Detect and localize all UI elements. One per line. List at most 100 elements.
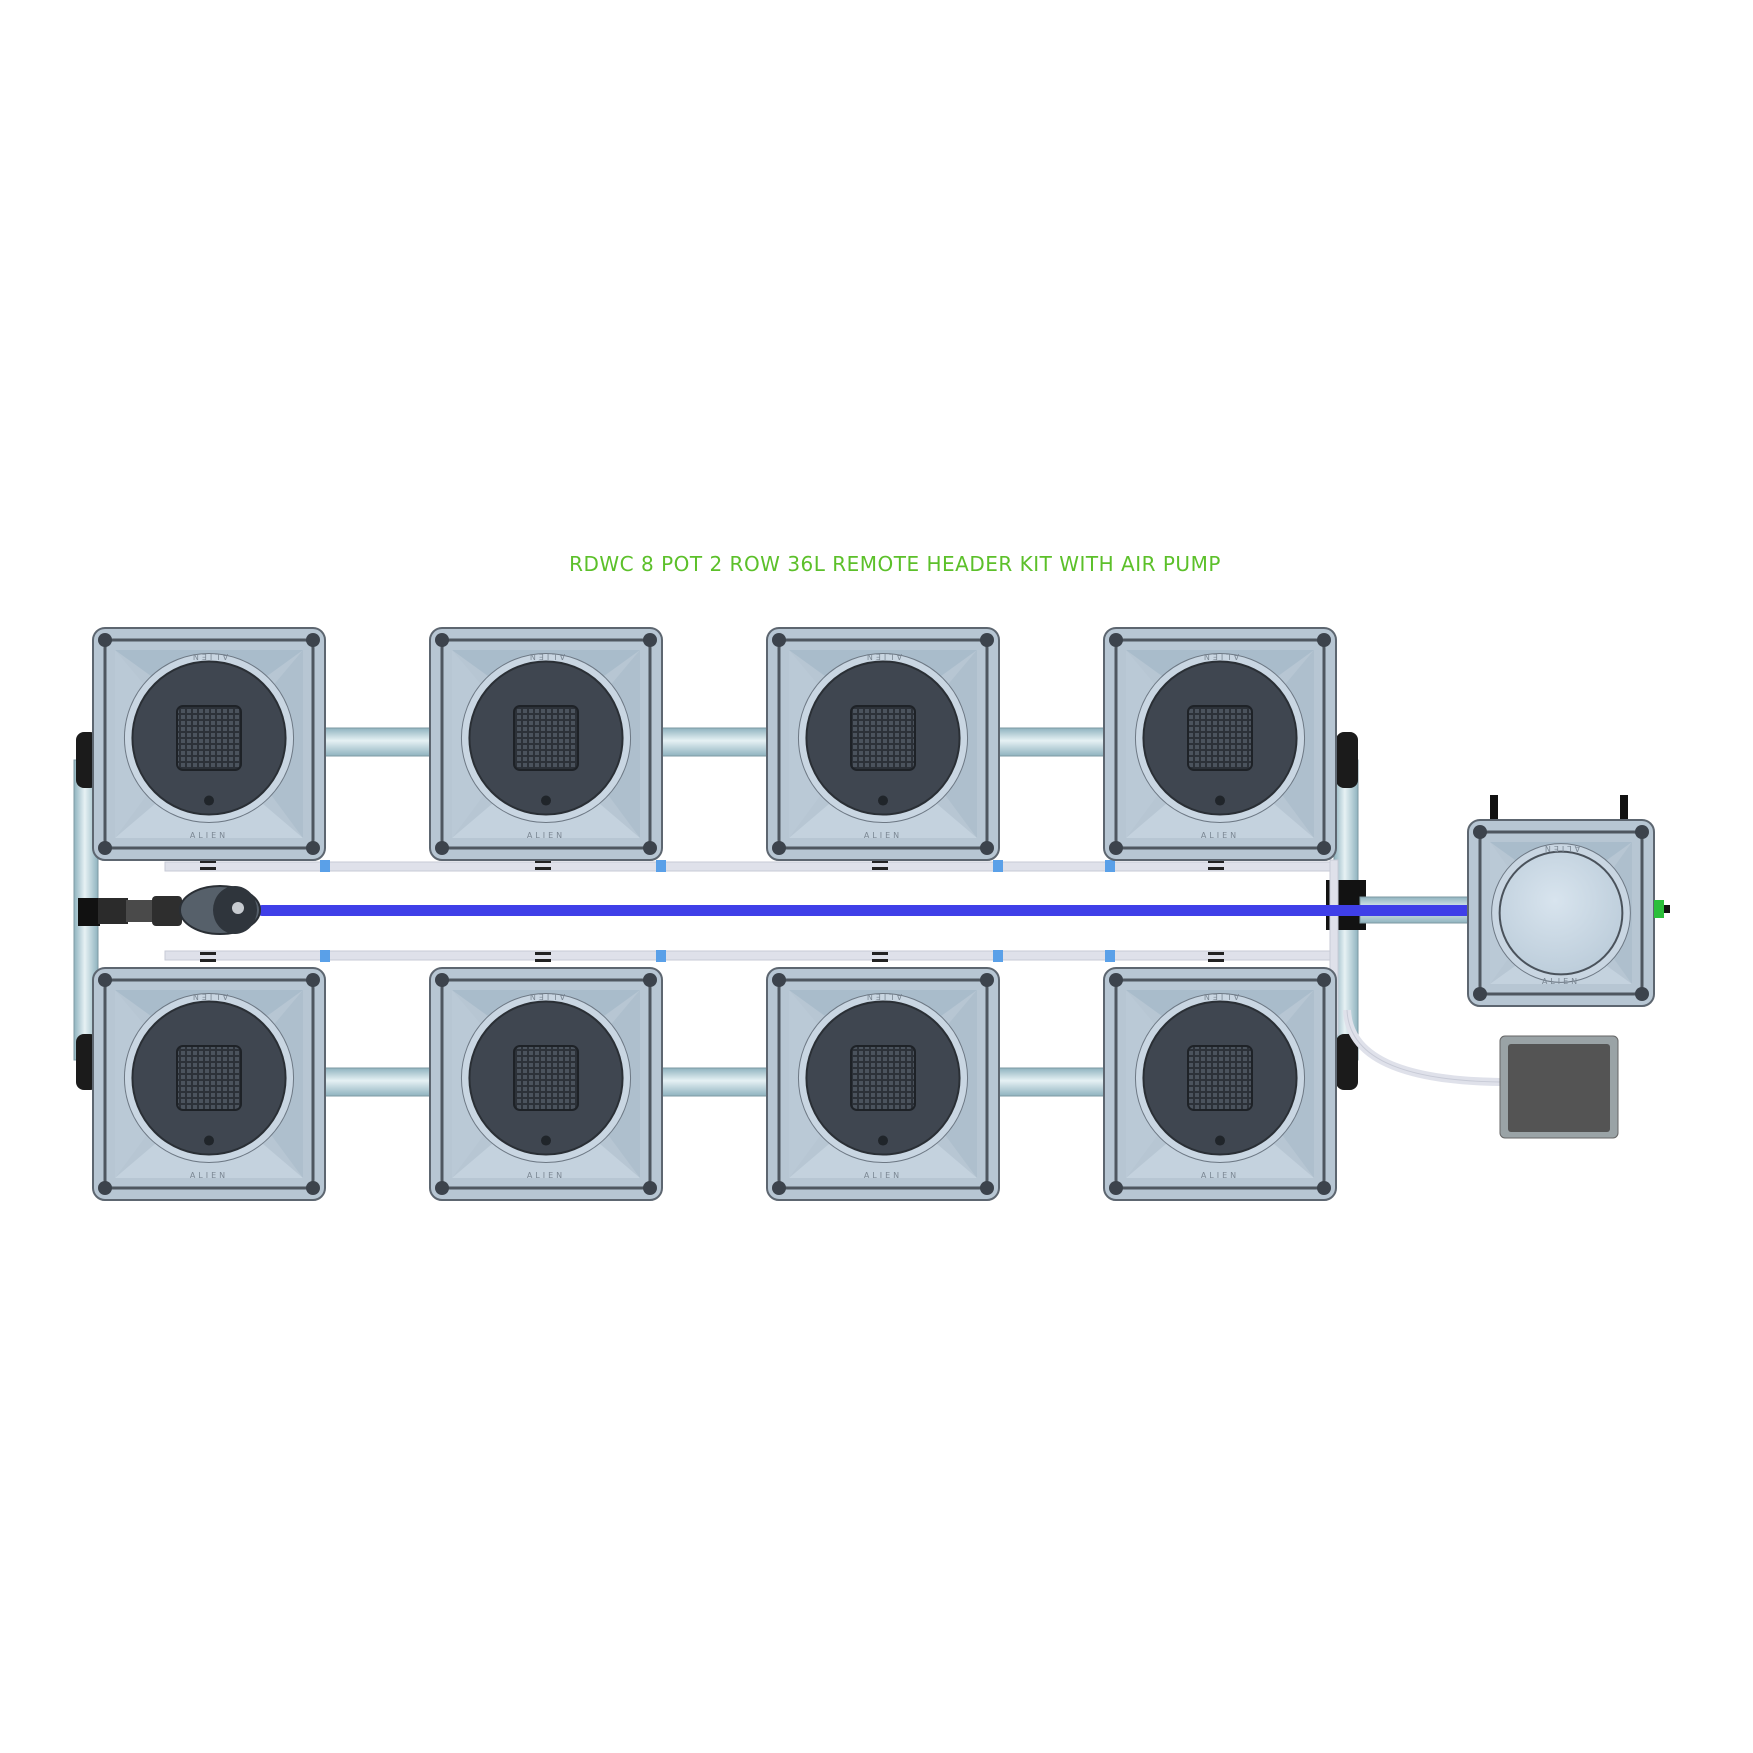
air-valve: [320, 950, 330, 962]
tube-clip: [1208, 959, 1224, 962]
pot-rim: [103, 978, 315, 1190]
corner-clip: [1317, 841, 1331, 855]
pot-brand-label: ALIEN: [190, 992, 228, 1001]
corner-clip: [98, 841, 112, 855]
air-valve: [1105, 860, 1115, 872]
lid-knob: [204, 795, 214, 806]
pot: ALIEN ALIEN: [766, 627, 1000, 861]
pot-brand-label: ALIEN: [864, 1171, 902, 1180]
net-pot-mesh: [850, 705, 916, 771]
header-outlet-valve: [1654, 900, 1664, 918]
pot-brand-label: ALIEN: [864, 652, 902, 661]
corner-clip: [1109, 1181, 1123, 1195]
corner-clip: [1317, 1181, 1331, 1195]
corner-clip: [435, 841, 449, 855]
corner-clip: [435, 1181, 449, 1195]
corner-clip: [306, 841, 320, 855]
air-valve: [320, 860, 330, 872]
tube-clip: [1208, 952, 1224, 955]
pot-brand-label: ALIEN: [190, 1171, 228, 1180]
net-pot-mesh: [1187, 1045, 1253, 1111]
air-line-outline: [1346, 1009, 1501, 1083]
pot-rim: [1114, 638, 1326, 850]
corner-clip: [980, 1181, 994, 1195]
pot-brand-label: ALIEN: [1542, 844, 1580, 853]
tube-clip: [535, 952, 551, 955]
air-valve: [1105, 950, 1115, 962]
tube-clip: [1208, 867, 1224, 870]
pot-brand-label: ALIEN: [190, 831, 228, 840]
header-tank-body: ALIEN ALIEN: [1467, 819, 1655, 1007]
net-pot-mesh: [513, 705, 579, 771]
pot-rim: [1114, 978, 1326, 1190]
corner-clip: [1109, 841, 1123, 855]
air-valve: [993, 860, 1003, 872]
pot-brand-label: ALIEN: [527, 992, 565, 1001]
tee-fitting: [78, 898, 100, 926]
pot-brand-label: ALIEN: [1201, 831, 1239, 840]
corner-clip: [643, 1181, 657, 1195]
pot-brand-label: ALIEN: [864, 831, 902, 840]
air-pump: [1499, 1035, 1619, 1139]
corner-clip: [306, 633, 320, 647]
lid-knob: [541, 1135, 551, 1146]
pot-rim: [440, 978, 652, 1190]
pot-rim: [103, 638, 315, 850]
corner-clip: [435, 633, 449, 647]
pipe-horizontal: [320, 1067, 435, 1097]
net-pot-mesh: [513, 1045, 579, 1111]
corner-clip: [772, 841, 786, 855]
pot-brand-label: ALIEN: [1542, 977, 1580, 986]
pot-rim: [1478, 830, 1644, 996]
pot-lid: [1498, 850, 1624, 976]
corner-clip: [980, 633, 994, 647]
air-line-bottom: [164, 950, 1334, 961]
tube-clip: [200, 959, 216, 962]
tube-clip: [1208, 860, 1224, 863]
header-outlet-cap: [1664, 905, 1670, 913]
tube-clip: [200, 860, 216, 863]
pot: ALIEN ALIEN: [1103, 627, 1337, 861]
lid-knob: [878, 1135, 888, 1146]
lid-knob: [1215, 1135, 1225, 1146]
corner-clip: [1473, 987, 1487, 1001]
tube-clip: [200, 867, 216, 870]
pot: ALIEN ALIEN: [92, 967, 326, 1201]
corner-clip: [1635, 825, 1649, 839]
pot-brand-label: ALIEN: [190, 652, 228, 661]
corner-clip: [306, 1181, 320, 1195]
pot-rim: [440, 638, 652, 850]
pot-brand-label: ALIEN: [1201, 992, 1239, 1001]
pump-fitting: [152, 896, 182, 926]
air-line-top: [164, 861, 1334, 872]
corner-clip: [643, 973, 657, 987]
pot: ALIEN ALIEN: [92, 627, 326, 861]
corner-clip: [772, 973, 786, 987]
pot-brand-label: ALIEN: [1201, 652, 1239, 661]
pump-fitting: [126, 900, 156, 922]
net-pot-mesh: [1187, 705, 1253, 771]
header-tank: ALIEN ALIEN: [1467, 795, 1670, 1007]
pipe-horizontal: [657, 1067, 772, 1097]
corner-clip: [1317, 973, 1331, 987]
lid-knob: [878, 795, 888, 806]
corner-clip: [1109, 633, 1123, 647]
net-pot-mesh: [850, 1045, 916, 1111]
air-pump-body: [1508, 1044, 1610, 1132]
corner-clip: [98, 1181, 112, 1195]
tube-clip: [872, 952, 888, 955]
lid-knob: [1215, 795, 1225, 806]
corner-clip: [772, 1181, 786, 1195]
tank-handle: [1620, 795, 1628, 825]
corner-clip: [1635, 987, 1649, 1001]
corner-clip: [643, 633, 657, 647]
corner-clip: [980, 841, 994, 855]
net-pot-mesh: [176, 705, 242, 771]
corner-clip: [1473, 825, 1487, 839]
tank-handle: [1490, 795, 1498, 825]
